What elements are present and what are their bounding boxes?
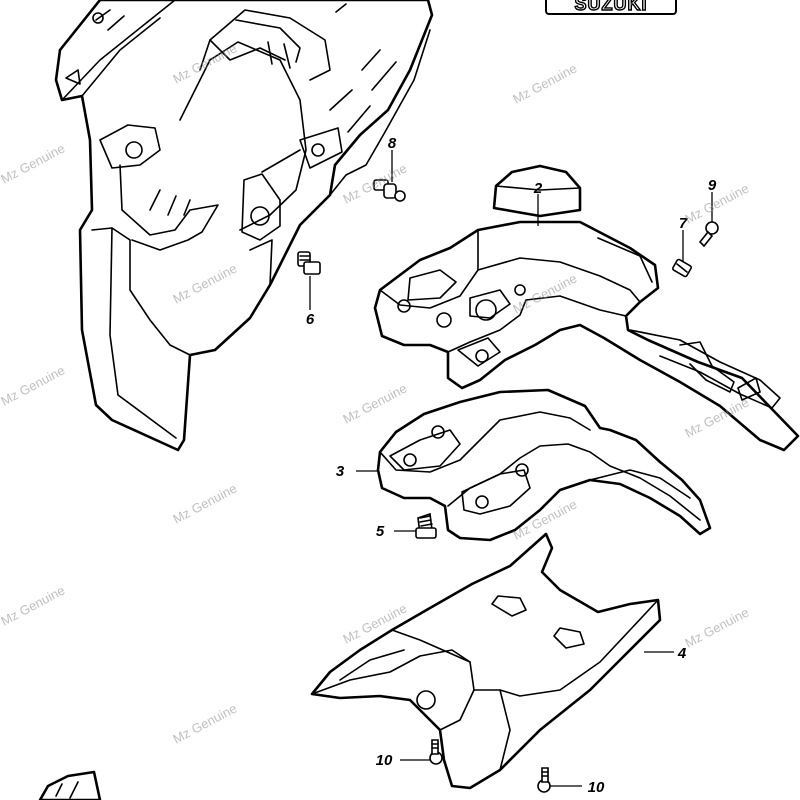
callout-2: 2	[533, 180, 543, 197]
callout-3: 3	[336, 463, 345, 480]
watermark: Mz Genuine	[510, 60, 579, 106]
watermark: Mz Genuine	[682, 180, 751, 226]
part-4-cover	[310, 532, 662, 790]
callout-10b: 10	[588, 779, 605, 796]
watermark: Mz Genuine	[340, 380, 409, 426]
callout-8: 8	[388, 135, 397, 152]
watermark: Mz Genuine	[0, 140, 67, 186]
corner-fragment	[38, 770, 102, 800]
screw-10b	[537, 767, 551, 793]
watermark: Mz Genuine	[170, 700, 239, 746]
screw-6	[297, 251, 321, 275]
leader-lines	[309, 150, 713, 787]
screw-5	[415, 512, 437, 539]
part-2-cap	[492, 164, 582, 218]
callout-5: 5	[376, 523, 385, 540]
brand-text: SUZUKI	[575, 0, 648, 14]
grommet-8	[373, 179, 406, 202]
screw-10a	[429, 739, 443, 765]
watermark: Mz Genuine	[0, 582, 67, 628]
callout-6: 6	[306, 311, 315, 328]
callout-9: 9	[708, 177, 717, 194]
rear-fender-assembly	[54, 0, 434, 452]
brand-badge: SUZUKI	[545, 0, 677, 15]
watermark: Mz Genuine	[170, 480, 239, 526]
callout-4: 4	[677, 645, 687, 662]
watermark: Mz Genuine	[682, 604, 751, 650]
part-3-bracket	[376, 388, 712, 542]
nut-7	[672, 258, 692, 278]
part-2-bracket	[373, 220, 800, 452]
callout-10a: 10	[376, 752, 393, 769]
screw-9	[698, 221, 719, 248]
callout-7: 7	[679, 215, 688, 232]
watermark: Mz Genuine	[0, 362, 67, 408]
